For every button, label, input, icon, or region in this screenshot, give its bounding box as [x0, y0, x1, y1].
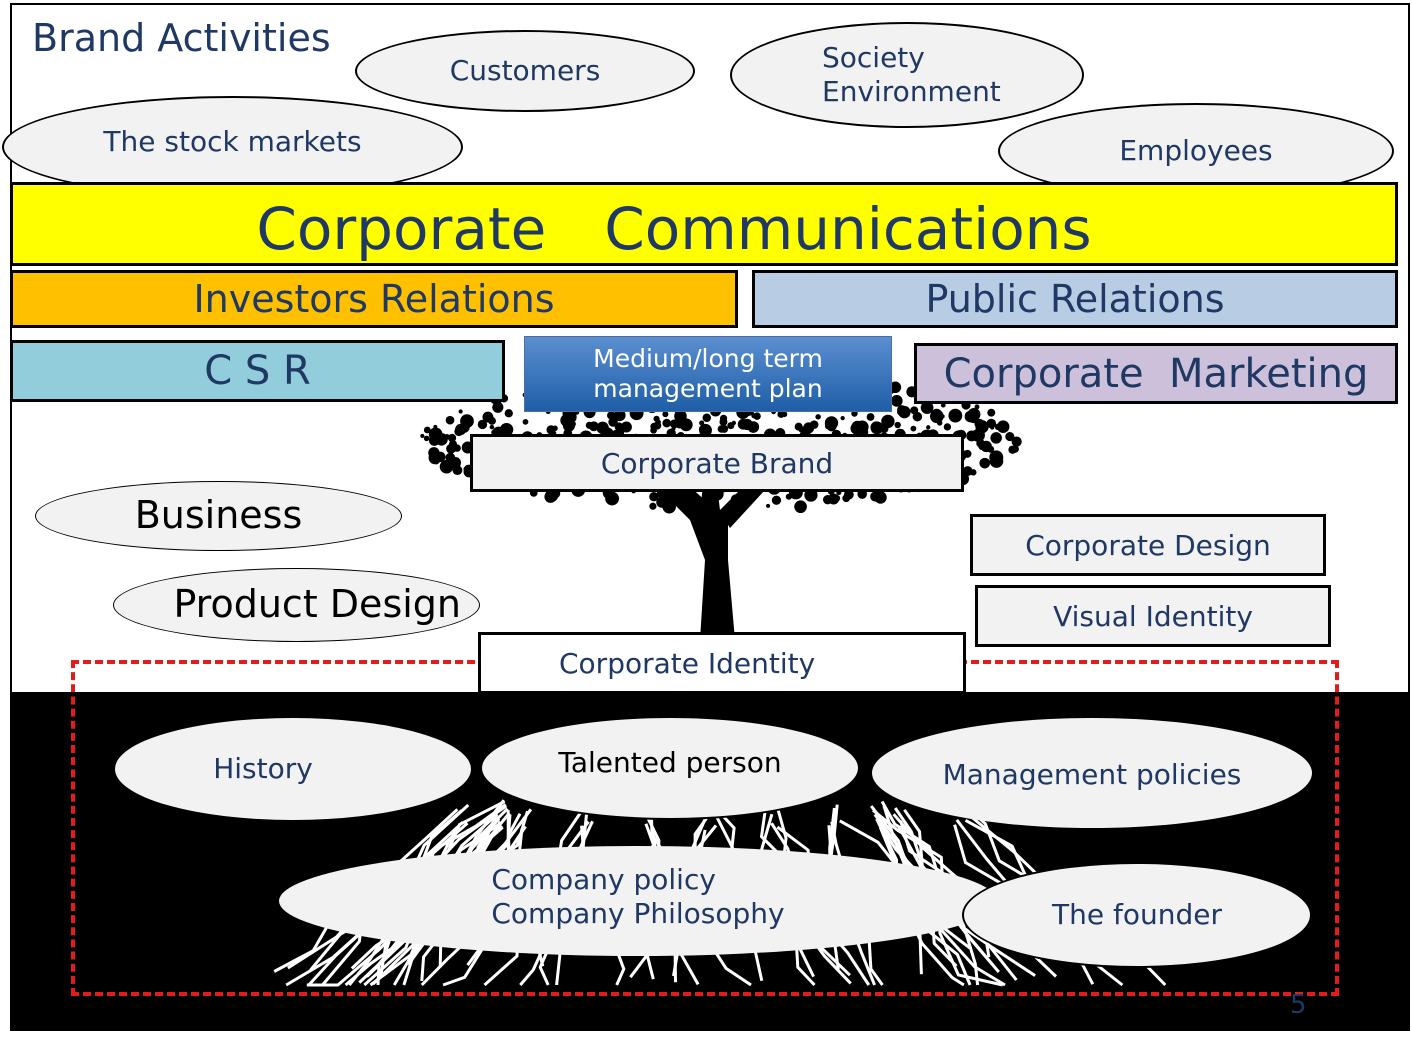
slide-title: Brand Activities: [32, 16, 331, 60]
corporate-communications-bar: Corporate Communications: [10, 182, 1398, 266]
customers-oval: Customers: [355, 30, 695, 112]
csr-bar: C S R: [10, 340, 505, 402]
corporate-identity-box: Corporate Identity: [478, 632, 966, 694]
page-number: 5: [1290, 990, 1307, 1020]
business-oval: Business: [35, 481, 402, 551]
corporate-brand-box: Corporate Brand: [470, 434, 964, 492]
corporate-design-box: Corporate Design: [970, 514, 1326, 576]
stock-markets-oval: The stock markets: [2, 96, 463, 198]
corporate-marketing-bar: Corporate Marketing: [914, 343, 1398, 404]
public-relations-bar: Public Relations: [752, 270, 1398, 328]
company-policy-philosophy-oval: Company policy Company Philosophy: [279, 846, 997, 956]
management-policies-oval: Management policies: [872, 718, 1312, 828]
medium-long-term-plan-bar: Medium/long term management plan: [524, 336, 892, 412]
product-design-oval: Product Design: [113, 568, 480, 642]
talented-person-oval: Talented person: [480, 716, 860, 820]
founder-oval: The founder: [962, 862, 1312, 968]
history-oval: History: [115, 718, 471, 820]
visual-identity-box: Visual Identity: [975, 585, 1331, 647]
society-environment-oval: Society Environment: [730, 22, 1084, 128]
investors-relations-bar: Investors Relations: [10, 270, 738, 328]
